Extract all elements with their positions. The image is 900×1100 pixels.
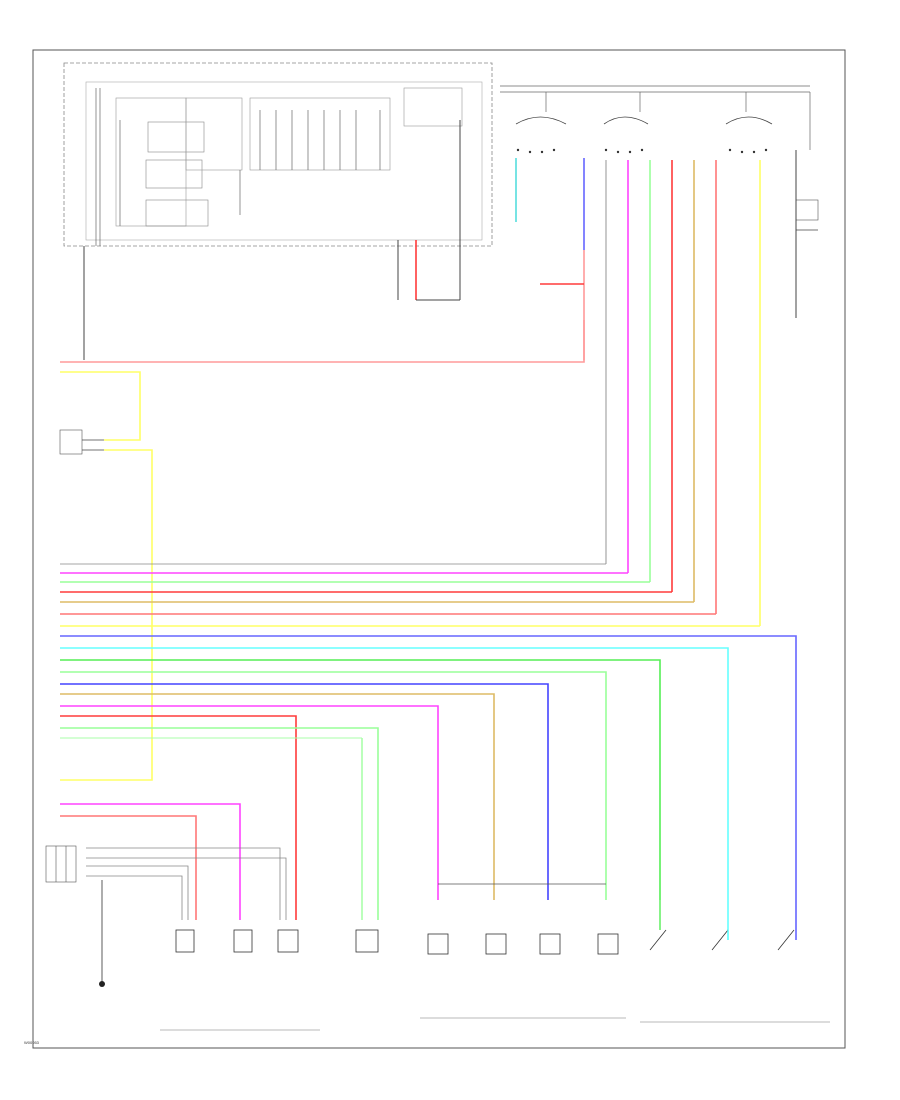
group-brackets	[160, 1017, 830, 1031]
solenoid-row	[175, 900, 795, 955]
solenoid-wires-lower	[60, 738, 363, 982]
control-module	[63, 62, 493, 360]
range-switch-block	[500, 85, 819, 318]
range-switch-wires	[515, 158, 761, 626]
connector-block-left	[45, 845, 77, 883]
sensor-wires-upper	[60, 320, 585, 781]
figure-id: W00053	[24, 1040, 39, 1045]
diagram-frame	[32, 49, 846, 1049]
ground-symbol	[99, 981, 105, 987]
speed-sensor-left	[59, 429, 104, 455]
bus-wires	[60, 563, 797, 940]
